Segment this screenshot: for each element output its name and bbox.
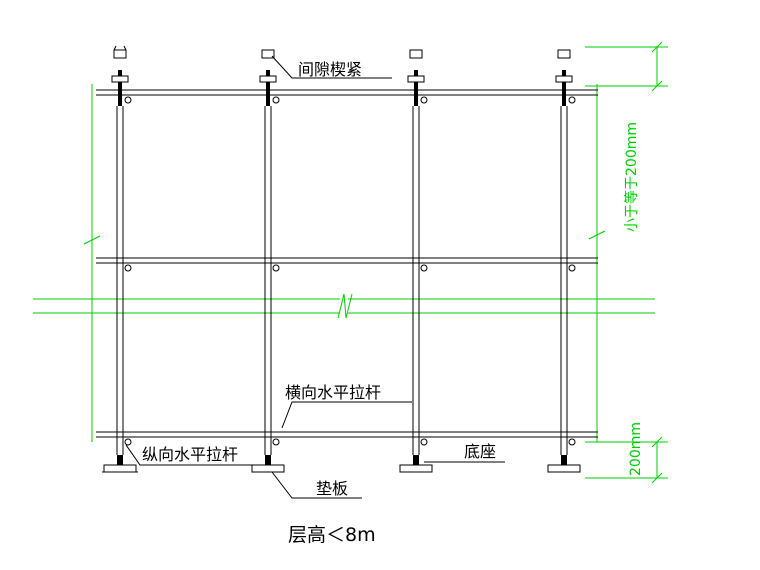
- label-transverse-bar: 横向水平拉杆: [285, 383, 381, 402]
- leader-pad: [271, 471, 362, 499]
- leader-lines: [125, 55, 505, 499]
- horizontal-bars: [96, 89, 598, 438]
- leader-longitudinal: [125, 444, 270, 466]
- mid-break-mark: [337, 293, 353, 319]
- label-longitudinal-bar: 纵向水平拉杆: [142, 445, 238, 464]
- bottom-dim-tick-1: [651, 436, 663, 448]
- leader-transverse: [281, 401, 412, 429]
- pole-3: [399, 49, 433, 473]
- top-dim-tick-1: [651, 41, 663, 53]
- pole-2: [251, 49, 285, 473]
- label-bottom-200mm: 200mm: [628, 422, 644, 476]
- label-max-200mm: 小于等于200mm: [623, 122, 640, 232]
- diagram-caption: 层高＜8m: [288, 524, 376, 546]
- label-gap-wedge: 间隙楔紧: [298, 60, 362, 79]
- label-base: 底座: [464, 442, 496, 461]
- bottom-dim-tick-2: [651, 472, 663, 484]
- label-pad: 垫板: [316, 479, 348, 498]
- top-dim-tick-2: [651, 80, 663, 92]
- leader-gap-wedge: [271, 55, 392, 79]
- pole-4: [547, 49, 581, 473]
- pole-1: [102, 45, 138, 473]
- dimension-lines: [33, 41, 668, 484]
